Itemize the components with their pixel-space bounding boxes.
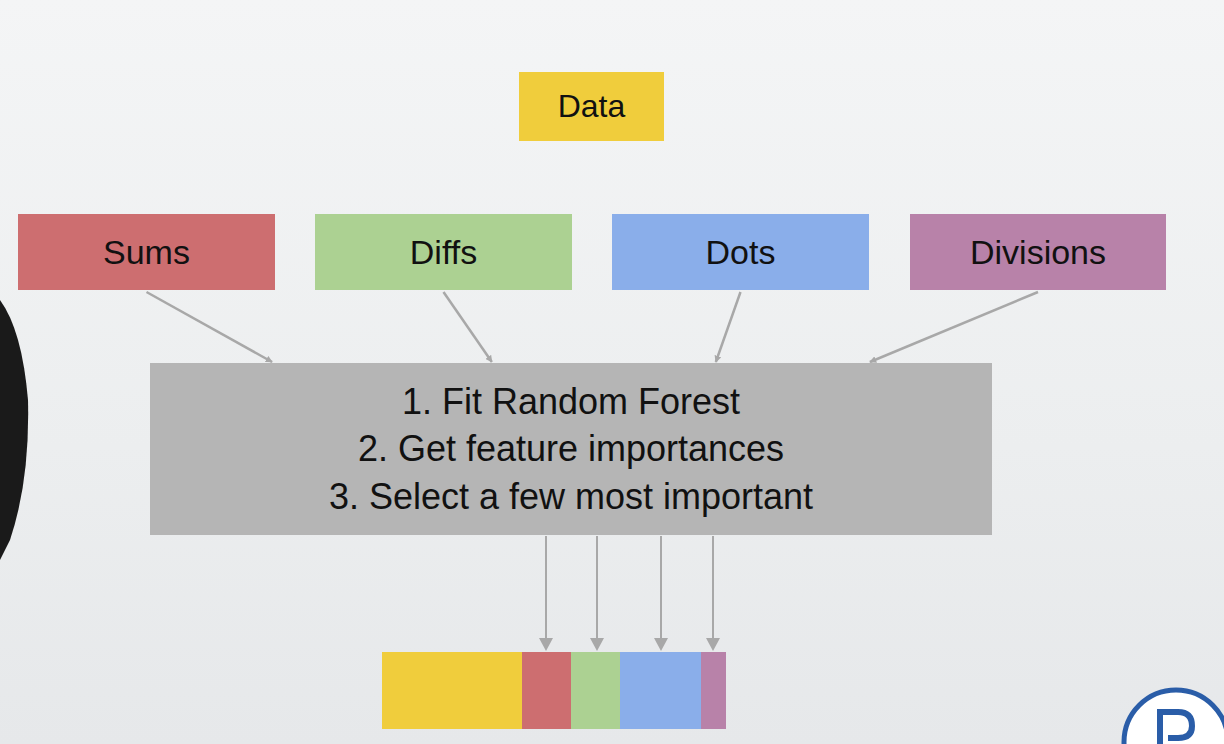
presenter-silhouette (0, 300, 28, 560)
box-label: Diffs (410, 232, 477, 273)
connector-arrow (870, 292, 1038, 362)
box-label: Divisions (970, 232, 1106, 273)
box-label: Dots (706, 232, 776, 273)
data-box: Data (519, 72, 664, 141)
step-text: 2. Get feature importances (358, 427, 784, 470)
connector-arrow (444, 292, 492, 362)
box-label: Data (558, 87, 626, 125)
box-label: Sums (103, 232, 190, 273)
connector-arrow (147, 292, 273, 362)
connector-arrow (716, 292, 741, 362)
feature-group-box: Divisions (910, 214, 1166, 290)
feature-group-box: Diffs (315, 214, 572, 290)
feature-bar (382, 652, 726, 729)
logo (1124, 690, 1224, 744)
step-text: 1. Fit Random Forest (402, 380, 740, 423)
output-arrows (539, 536, 720, 651)
process-box: 1. Fit Random Forest2. Get feature impor… (150, 363, 992, 535)
step-text: 3. Select a few most important (329, 475, 813, 518)
feature-group-box: Dots (612, 214, 869, 290)
feature-group-box: Sums (18, 214, 275, 290)
